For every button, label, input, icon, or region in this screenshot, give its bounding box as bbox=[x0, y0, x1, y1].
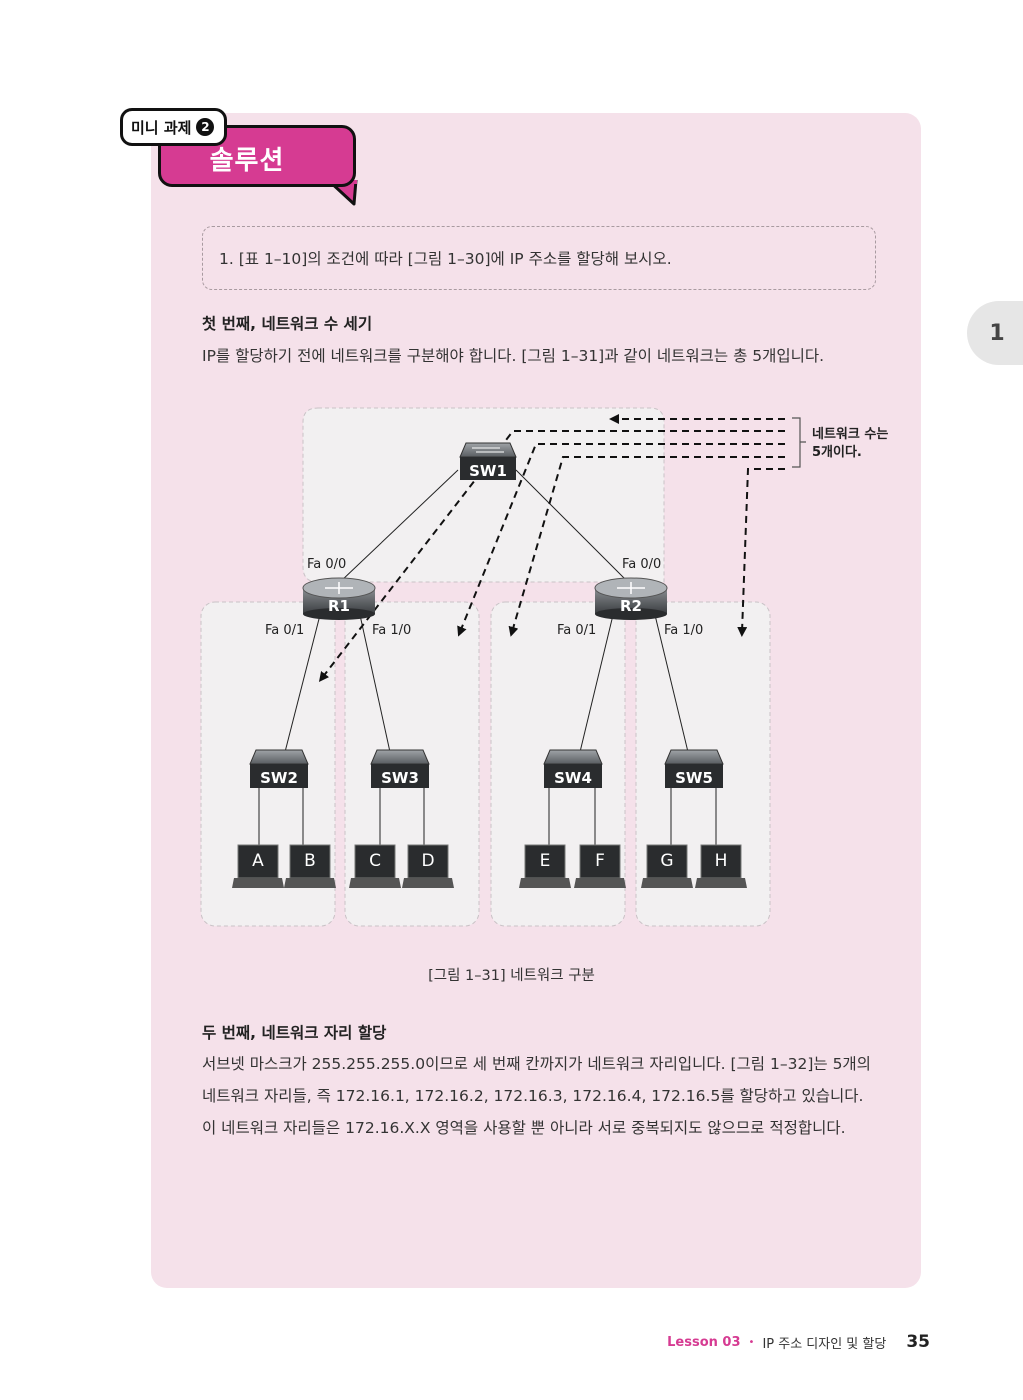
switch-sw5-icon: SW5 bbox=[664, 749, 724, 788]
r1-fa01-label: Fa 0/1 bbox=[265, 623, 304, 638]
section1-heading: 첫 번째, 네트워크 수 세기 bbox=[202, 315, 373, 333]
task-box: 1. [표 1–10]의 조건에 따라 [그림 1–30]에 IP 주소를 할당… bbox=[202, 226, 876, 290]
pc-g-label: G bbox=[660, 851, 673, 871]
pc-g-icon: G bbox=[641, 844, 693, 888]
r2-fa01-label: Fa 0/1 bbox=[557, 623, 596, 638]
r1-fa10-label: Fa 1/0 bbox=[372, 623, 411, 638]
sw1-label: SW1 bbox=[469, 462, 507, 480]
sw5-label: SW5 bbox=[675, 769, 713, 787]
sw3-label: SW3 bbox=[381, 769, 419, 787]
pc-b-label: B bbox=[304, 851, 316, 871]
switch-sw3-icon: SW3 bbox=[370, 749, 430, 788]
router-r1-icon: R1 bbox=[302, 577, 376, 620]
section2-text: 서브넷 마스크가 255.255.255.0이므로 세 번째 칸까지가 네트워크… bbox=[202, 1055, 871, 1137]
footer-title: IP 주소 디자인 및 할당 bbox=[762, 1336, 887, 1352]
pc-b-icon: B bbox=[284, 844, 336, 888]
badge-number: 2 bbox=[196, 118, 215, 136]
annotation-line2: 5개이다. bbox=[812, 444, 862, 460]
annotation-line1: 네트워크 수는 bbox=[812, 426, 888, 442]
r1-fa00-label: Fa 0/0 bbox=[307, 557, 346, 572]
pc-h-icon: H bbox=[695, 844, 747, 888]
pc-d-label: D bbox=[421, 851, 434, 871]
pc-f-label: F bbox=[595, 851, 605, 871]
page-number: 35 bbox=[906, 1332, 930, 1352]
switch-sw1-icon: SW1 bbox=[459, 442, 517, 480]
router-r2-icon: R2 bbox=[594, 577, 668, 620]
mini-task-badge: 미니 과제 2 bbox=[120, 108, 228, 146]
sw2-label: SW2 bbox=[260, 769, 298, 787]
network-region-top bbox=[302, 407, 665, 583]
bubble-title: 솔루션 bbox=[209, 145, 285, 176]
pc-c-label: C bbox=[369, 851, 381, 871]
pc-d-icon: D bbox=[402, 844, 454, 888]
sw4-label: SW4 bbox=[554, 769, 592, 787]
pc-c-icon: C bbox=[349, 844, 401, 888]
pc-e-icon: E bbox=[519, 844, 571, 888]
footer-lesson: Lesson 03 bbox=[667, 1334, 741, 1350]
pc-a-label: A bbox=[252, 851, 264, 871]
r2-fa10-label: Fa 1/0 bbox=[664, 623, 703, 638]
section1-text: IP를 할당하기 전에 네트워크를 구분해야 합니다. [그림 1–31]과 같… bbox=[202, 347, 825, 365]
switch-sw2-icon: SW2 bbox=[249, 749, 309, 788]
r2-label: R2 bbox=[620, 597, 642, 615]
pc-f-icon: F bbox=[574, 844, 626, 888]
pc-e-label: E bbox=[540, 851, 551, 871]
r1-label: R1 bbox=[328, 597, 350, 615]
task-text: 1. [표 1–10]의 조건에 따라 [그림 1–30]에 IP 주소를 할당… bbox=[219, 250, 672, 268]
pc-h-label: H bbox=[715, 851, 728, 871]
r2-fa00-label: Fa 0/0 bbox=[622, 557, 661, 572]
badge-label: 미니 과제 bbox=[131, 118, 192, 137]
pc-a-icon: A bbox=[232, 844, 284, 888]
switch-sw4-icon: SW4 bbox=[543, 749, 603, 788]
page-footer: Lesson 03 • IP 주소 디자인 및 할당 35 bbox=[667, 1332, 930, 1352]
footer-bullet: • bbox=[748, 1336, 755, 1348]
chapter-tab: 1 bbox=[967, 301, 1023, 365]
section2-heading: 두 번째, 네트워크 자리 할당 bbox=[202, 1024, 387, 1042]
figure-caption: [그림 1–31] 네트워크 구분 bbox=[428, 968, 595, 984]
